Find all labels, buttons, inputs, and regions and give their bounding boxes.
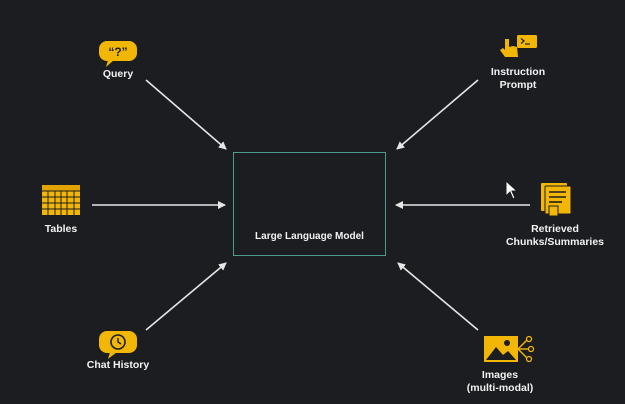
llm-label: Large Language Model [255,231,364,242]
llm-box: Large Language Model [233,152,386,256]
table-grid-icon [42,185,80,215]
arrow-chat-history [145,262,227,331]
arrow-instruction [396,79,479,150]
instruction-prompt-label: Instruction Prompt [490,66,546,91]
svg-text:“?”: “?” [108,45,127,59]
image-network-icon [484,335,535,363]
quote-bubble-icon: “?” [99,41,137,67]
chat-history-label: Chat History [86,359,150,371]
images-label: Images (multi-modal) [466,369,534,394]
chat-clock-icon [99,331,137,359]
mouse-cursor-icon [505,180,519,200]
query-label: Query [102,68,134,80]
arrow-query [145,79,227,150]
retrieved-label: Retrieved Chunks/Summaries [505,223,605,248]
arrow-images [397,262,479,331]
hand-terminal-icon [500,35,537,57]
tables-label: Tables [44,223,78,235]
document-stack-icon [541,183,572,217]
